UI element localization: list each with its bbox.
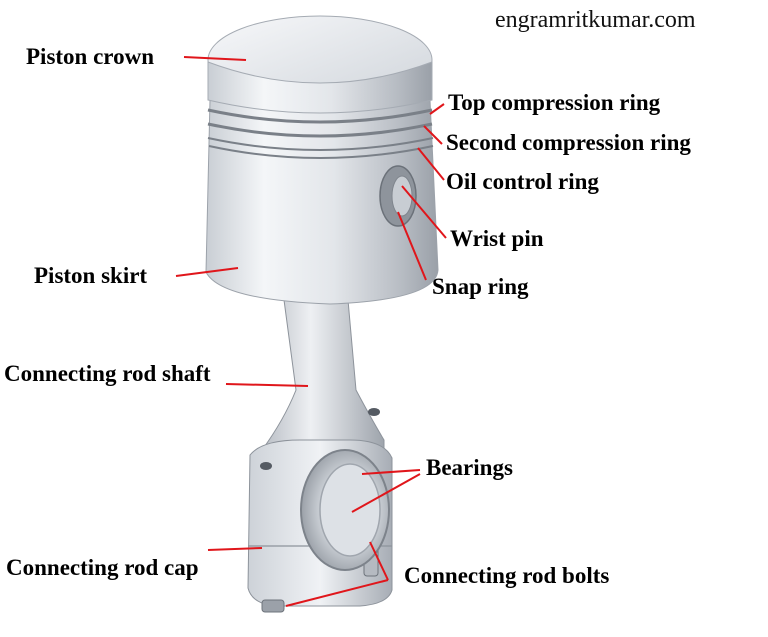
bolt-hole-right — [368, 408, 380, 416]
label-piston-skirt: Piston skirt — [34, 264, 147, 287]
leader-top-compression-ring — [430, 104, 444, 114]
bolt-hole-left — [260, 462, 272, 470]
label-bearings: Bearings — [426, 456, 513, 479]
label-snap-ring: Snap ring — [432, 275, 529, 298]
bolt-head-left — [262, 600, 284, 612]
label-connecting-rod-cap: Connecting rod cap — [6, 556, 199, 579]
wrist-pin-end — [392, 176, 412, 216]
label-piston-crown: Piston crown — [26, 45, 154, 68]
watermark: engramritkumar.com — [495, 8, 696, 32]
label-top-compression-ring: Top compression ring — [448, 91, 660, 114]
label-oil-control-ring: Oil control ring — [446, 170, 599, 193]
label-second-compression-ring: Second compression ring — [446, 131, 691, 154]
label-wrist-pin: Wrist pin — [450, 227, 544, 250]
label-connecting-rod-bolts: Connecting rod bolts — [404, 564, 609, 587]
label-connecting-rod-shaft: Connecting rod shaft — [4, 362, 211, 385]
